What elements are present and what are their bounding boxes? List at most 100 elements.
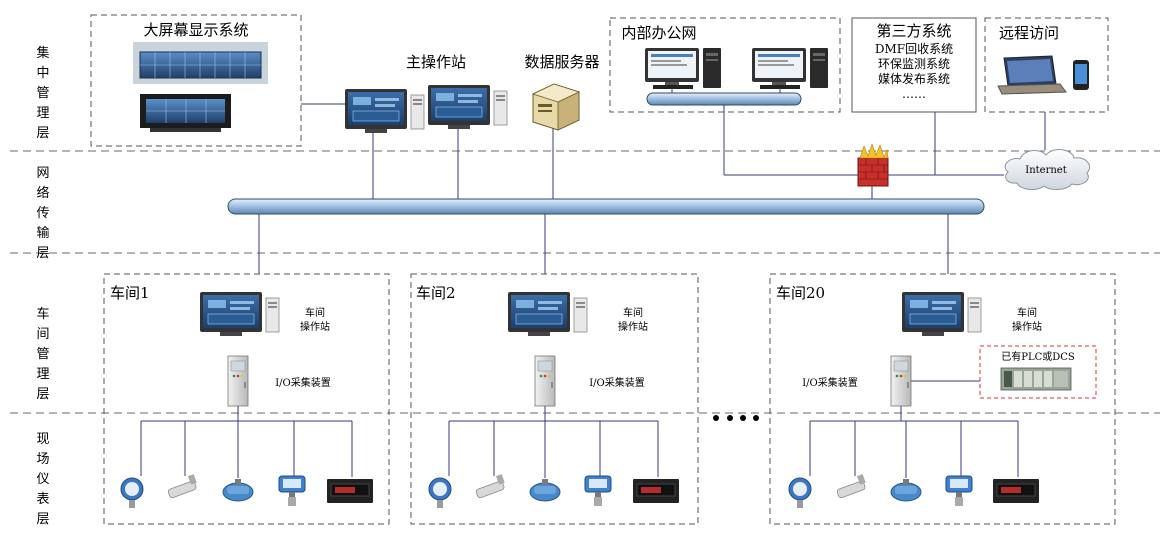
layer-label-central: 集 中 管 理 层 [36,45,49,141]
layer-char: 理 [36,367,49,382]
layer-char: 表 [36,492,49,507]
workstation-icon [344,88,425,134]
workshop-1: 车间1 车间 操作站 I/O采集装置 [103,273,390,525]
third-party-item: 环保监测系统 [878,57,950,71]
layer-char: 理 [36,106,49,121]
internet-cloud: Internet [1004,149,1091,191]
top-connections [372,105,1046,199]
digital-meter-icon [632,478,680,504]
workshop-title: 车间20 [776,284,825,302]
laptop-icon [997,55,1067,95]
ellipsis-dots [713,415,759,421]
office-net-label: 内部办公网 [621,24,696,42]
layer-char: 集 [36,45,49,61]
big-screen-label: 大屏幕显示系统 [143,21,248,39]
sensor-probe-icon [835,473,867,499]
layer-char: 场 [36,452,49,467]
station-label: 车间 [623,306,643,319]
junction-box-icon [222,478,254,502]
main-network-bus [227,198,985,215]
field-wiring [809,406,1019,478]
third-party-item: …… [902,87,926,101]
workstation-icon [901,291,982,337]
main-operator-station: 主操作站 [344,53,508,134]
layer-char: 间 [36,327,49,342]
layer-char: 层 [36,387,49,402]
layer-separators [10,150,1160,414]
third-party-item: 媒体发布系统 [878,71,950,86]
layer-char: 层 [36,126,49,141]
pressure-gauge-icon [120,477,144,509]
internet-label: Internet [1025,165,1066,176]
screen-panel-image [140,94,231,132]
field-wiring [140,406,353,478]
layer-char: 层 [36,246,49,261]
layer-char: 中 [36,66,49,81]
layer-label-network: 网 络 传 输 层 [36,166,49,261]
firewall-icon [857,143,889,187]
digital-meter-icon [992,478,1040,504]
layer-char: 车 [36,306,49,322]
workshop-2: 车间2 车间 操作站 I/O采集装置 [410,273,699,525]
layer-char: 现 [36,432,49,447]
station-label: 操作站 [300,320,330,333]
big-screen-system: 大屏幕显示系统 [90,14,302,147]
office-network: 内部办公网 [609,17,841,113]
layer-label-field: 现 场 仪 表 层 [36,432,49,527]
layer-char: 仪 [36,472,49,487]
layer-char: 输 [36,225,49,241]
pc-icon [752,48,828,89]
layer-char: 层 [36,512,49,527]
pc-icon [645,48,721,89]
data-server-label: 数据服务器 [524,53,599,71]
pressure-transmitter-icon [278,475,306,507]
io-label: I/O采集装置 [275,376,331,389]
pressure-transmitter-icon [584,475,612,507]
junction-box-icon [890,478,922,502]
third-party-title: 第三方系统 [876,22,951,40]
sensor-probe-icon [166,473,198,499]
layer-char: 网 [36,166,49,181]
station-label: 操作站 [1012,320,1042,333]
workshop-title: 车间1 [110,284,150,302]
workstation-icon [199,291,280,337]
plc-label: 已有PLC或DCS [1001,350,1075,363]
field-wiring [448,406,659,478]
workstation-icon [507,291,588,337]
third-party-systems: 第三方系统 DMF回收系统 环保监测系统 媒体发布系统 …… [851,17,977,113]
data-server: 数据服务器 [524,53,600,131]
junction-box-icon [529,478,561,502]
workstation-icon [427,84,508,130]
video-wall-image [133,42,268,84]
server-icon [531,83,581,131]
pressure-transmitter-icon [945,475,973,507]
office-bus [646,92,802,106]
layer-char: 传 [36,206,49,221]
layer-char: 管 [36,347,49,362]
layer-char: 络 [36,185,49,201]
workshop-20: 车间20 车间 操作站 I/O采集装置 已有PLC或DCS [769,273,1116,525]
sensor-probe-icon [474,473,506,499]
phone-icon [1073,60,1089,90]
workshop-title: 车间2 [416,284,456,302]
remote-access: 远程访问 [984,17,1109,113]
pressure-gauge-icon [428,477,452,509]
io-cabinet-icon [890,355,912,407]
bus-downlinks [258,214,949,274]
station-label: 操作站 [618,320,648,333]
station-label: 车间 [1017,306,1037,319]
remote-label: 远程访问 [999,24,1059,42]
station-label: 车间 [305,306,325,319]
io-cabinet-icon [534,355,556,407]
io-label: I/O采集装置 [589,376,645,389]
io-label: I/O采集装置 [802,376,858,389]
existing-plc-dcs: 已有PLC或DCS [979,345,1097,399]
layer-label-workshop: 车 间 管 理 层 [36,306,49,402]
digital-meter-icon [326,478,374,504]
layer-char: 管 [36,86,49,101]
pressure-gauge-icon [788,477,812,509]
main-station-label: 主操作站 [406,53,466,71]
third-party-item: DMF回收系统 [875,42,953,56]
io-cabinet-icon [227,355,249,407]
